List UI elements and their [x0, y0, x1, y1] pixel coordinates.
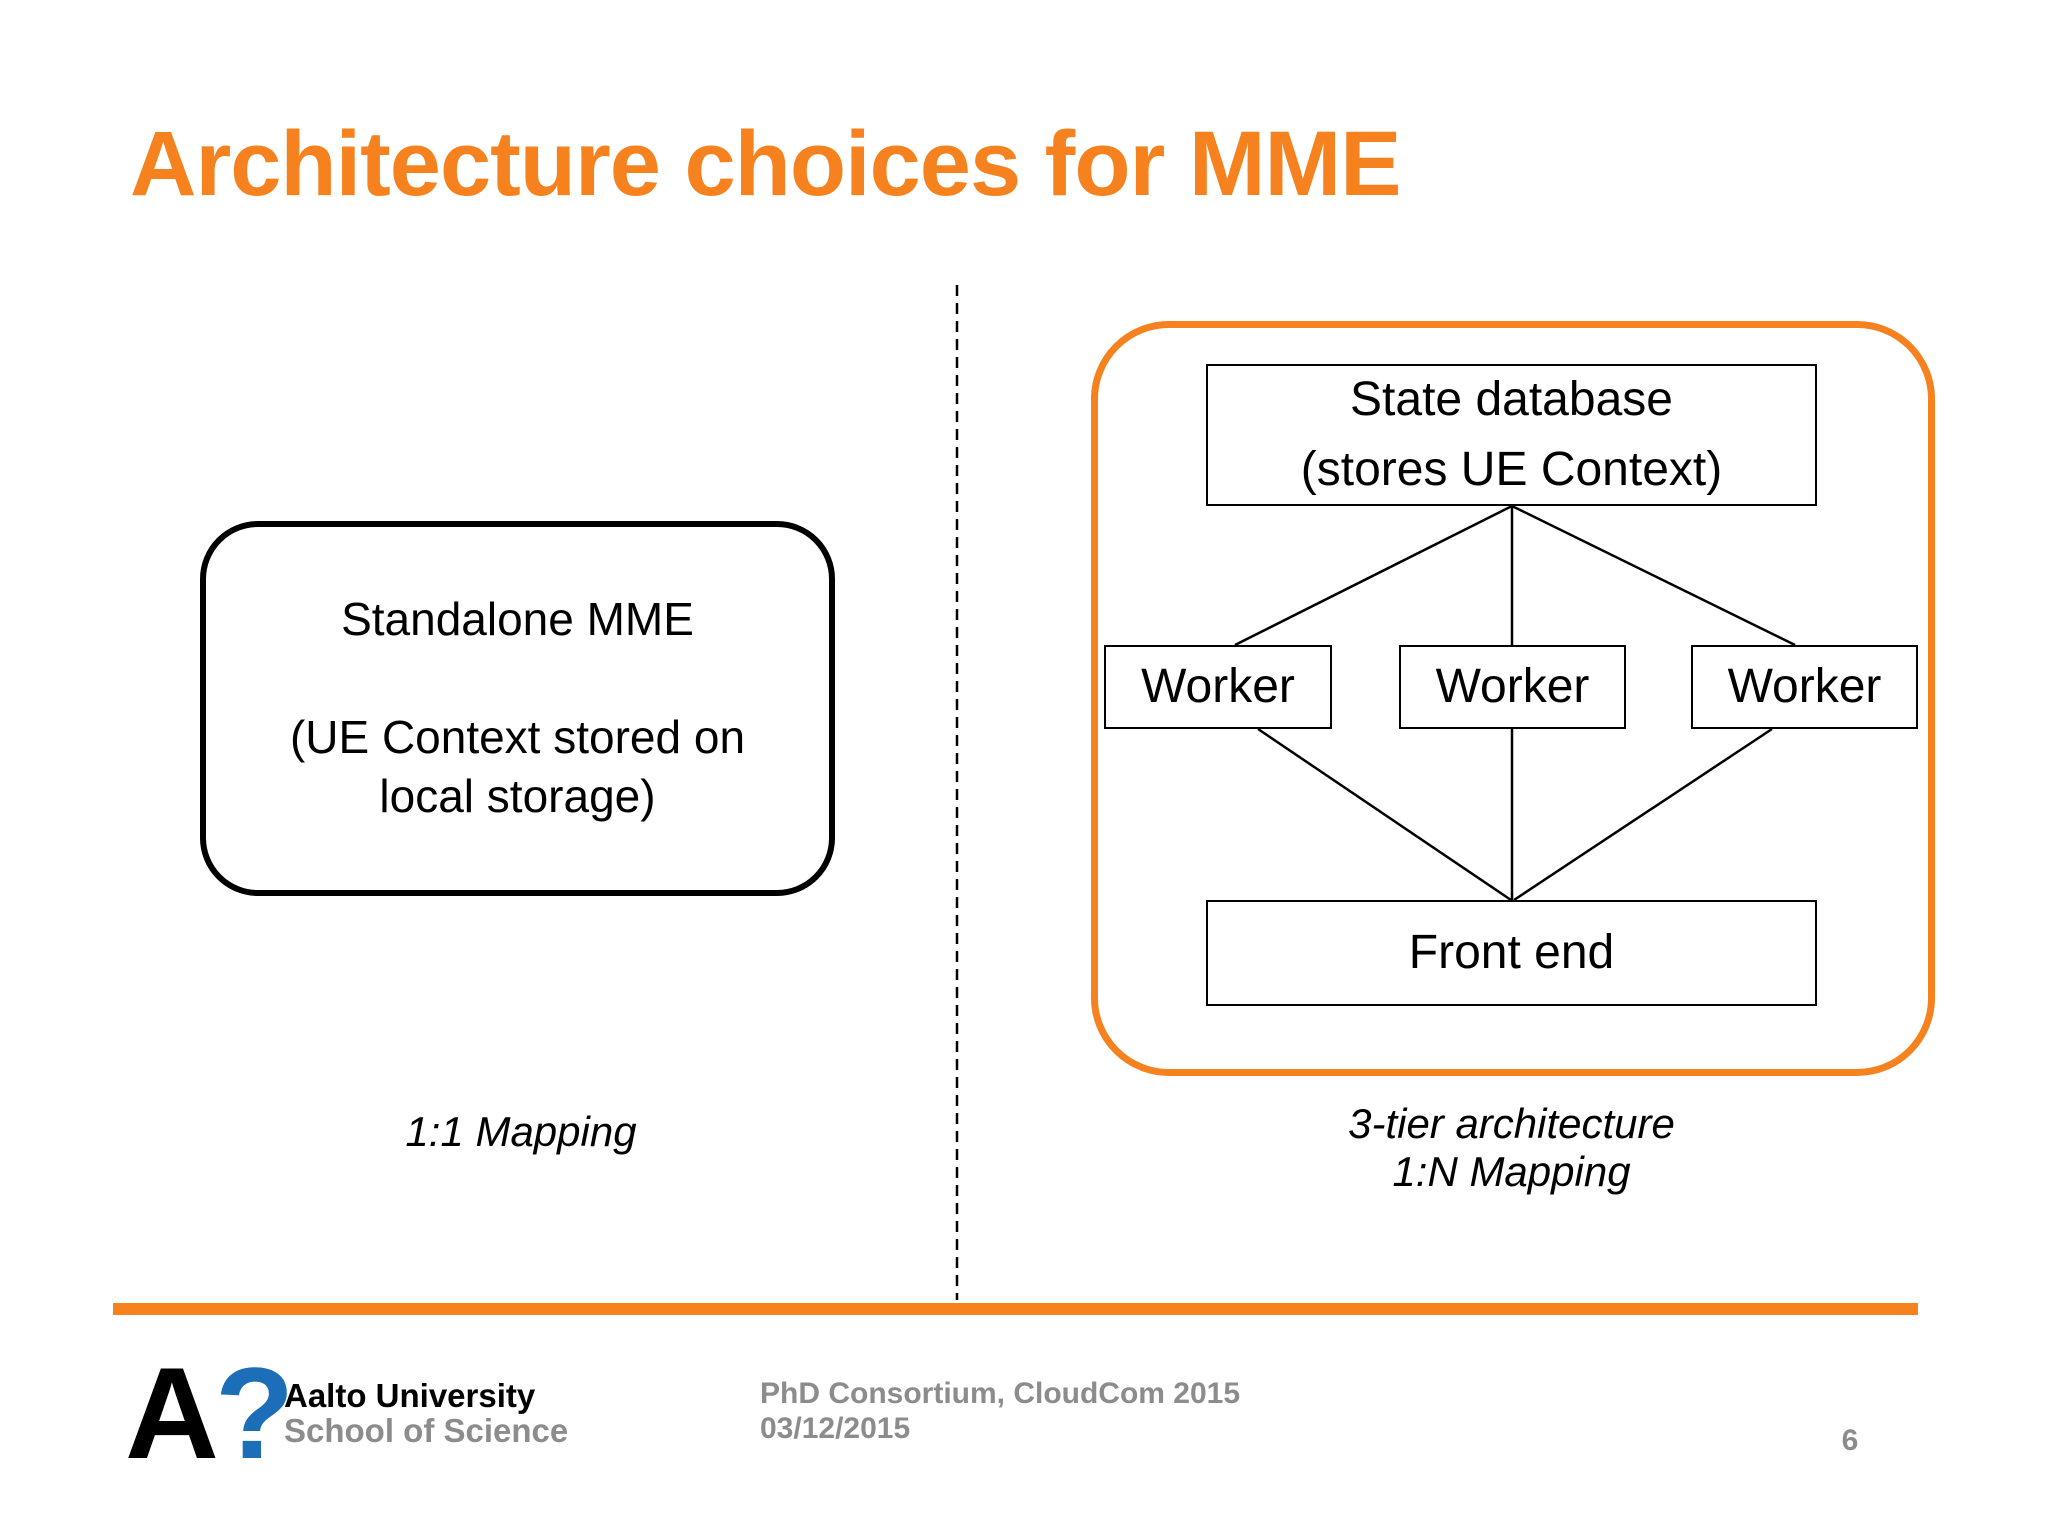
standalone-mme-sub-line2: local storage): [379, 770, 656, 823]
aalto-university-label: Aalto University: [284, 1377, 536, 1414]
aalto-logo: A?: [125, 1348, 294, 1478]
state-database-box: State database (stores UE Context): [1206, 364, 1817, 506]
aalto-logo-question-mark: ?: [214, 1340, 294, 1486]
right-caption-line2: 1:N Mapping: [1392, 1148, 1631, 1196]
aalto-logo-text: Aalto University School of Science: [284, 1378, 568, 1448]
school-of-science-label: School of Science: [284, 1412, 569, 1449]
standalone-mme-label: Standalone MME: [341, 592, 694, 645]
footer-date: 03/12/2015: [760, 1412, 911, 1445]
state-database-label-line2: (stores UE Context): [1300, 443, 1723, 496]
three-tier-container-box: [1091, 321, 1935, 1076]
accent-divider-rule: [113, 1303, 1918, 1315]
left-mapping-caption: 1:1 Mapping: [405, 1108, 637, 1155]
state-database-label-line1: State database: [1350, 373, 1673, 427]
front-end-label: Front end: [1408, 926, 1615, 980]
front-end-box: Front end: [1206, 900, 1817, 1006]
worker-label: Worker: [1727, 660, 1882, 714]
worker-box-2: Worker: [1399, 645, 1626, 729]
worker-label: Worker: [1435, 660, 1590, 714]
worker-box-1: Worker: [1104, 645, 1332, 729]
footer-conference-name: PhD Consortium, CloudCom 2015: [760, 1377, 1241, 1410]
aalto-logo-letter: A: [125, 1340, 219, 1486]
worker-label: Worker: [1141, 660, 1295, 714]
footer-conference-info: PhD Consortium, CloudCom 2015 03/12/2015: [760, 1376, 1240, 1446]
right-caption-line1: 3-tier architecture: [1348, 1100, 1675, 1147]
standalone-mme-box: Standalone MME (UE Context stored on loc…: [200, 521, 835, 896]
standalone-mme-sub-line1: (UE Context stored on: [289, 710, 746, 763]
right-mapping-caption: 3-tier architecture 1:N Mapping: [1206, 1100, 1817, 1197]
page-number: 6: [1841, 1424, 1859, 1457]
slide-title: Architecture choices for MME: [130, 113, 1402, 215]
worker-box-3: Worker: [1691, 645, 1918, 729]
